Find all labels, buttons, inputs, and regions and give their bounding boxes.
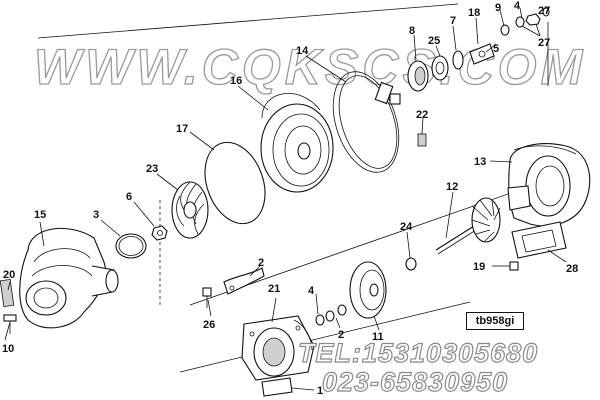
shaft-nut — [151, 225, 168, 241]
callout-2-lower: 2 — [338, 329, 344, 341]
callout-24: 24 — [400, 221, 413, 233]
callout-27-lower: 27 — [538, 37, 550, 49]
callout-5: 5 — [493, 43, 499, 55]
callout-15: 15 — [34, 209, 46, 221]
housing-bolt — [500, 261, 519, 271]
oil-fitting — [417, 133, 427, 147]
drawing-code-label: tb958gi — [466, 312, 524, 330]
callout-12: 12 — [446, 181, 458, 193]
contact-alt-phone: 023-65830950 — [322, 367, 508, 397]
callout-20: 20 — [3, 269, 15, 281]
lower-washers — [315, 304, 347, 326]
callout-17: 17 — [176, 123, 188, 135]
callout-14: 14 — [296, 45, 309, 57]
small-clamp — [0, 278, 17, 334]
callout-4-upper: 4 — [514, 0, 521, 12]
watermark-text: WWW.CQKSCS.COM — [34, 39, 586, 95]
callout-9: 9 — [495, 2, 501, 14]
callout-16: 16 — [230, 75, 242, 87]
compressor-wheel — [171, 181, 209, 239]
backplate-gasket — [204, 141, 266, 225]
o-ring — [115, 233, 147, 259]
v-band-clamp — [332, 71, 401, 173]
callout-28: 28 — [566, 263, 578, 275]
callout-21: 21 — [268, 283, 280, 295]
callout-1: 1 — [317, 385, 323, 397]
turbine-shaft-wheel — [435, 197, 501, 255]
mount-screw — [202, 287, 212, 308]
callout-2-upper: 2 — [258, 257, 264, 269]
callout-25: 25 — [428, 35, 440, 47]
leader-lines — [4, 7, 567, 391]
callout-4-lower: 4 — [308, 285, 315, 297]
heat-shield — [349, 261, 387, 319]
compressor-housing — [19, 227, 119, 329]
callout-3: 3 — [93, 209, 99, 221]
callout-10: 10 — [2, 343, 14, 355]
callout-23: 23 — [146, 163, 158, 175]
callout-labels: 10 20 15 3 6 23 17 16 14 22 8 25 7 18 5 … — [2, 0, 578, 397]
oil-tube-hole — [229, 285, 235, 291]
callout-8: 8 — [409, 25, 415, 37]
turbine-housing — [507, 143, 591, 227]
o-ring-inner — [118, 236, 144, 256]
turbine-inlet-gasket — [511, 221, 567, 259]
callout-26: 26 — [203, 319, 215, 331]
callout-13: 13 — [474, 156, 486, 168]
compressor-backplate — [260, 93, 334, 193]
drain-gasket — [261, 377, 293, 397]
bearing-group — [407, 7, 550, 92]
bearing-housing — [241, 315, 315, 381]
contact-phone: TEL:15310305680 — [298, 338, 538, 368]
callout-22: 22 — [416, 109, 428, 121]
callout-7: 7 — [450, 15, 456, 27]
callout-27-upper: 27 — [538, 5, 550, 17]
callout-19: 19 — [473, 261, 485, 273]
callout-6: 6 — [126, 191, 132, 203]
callout-11: 11 — [372, 331, 384, 343]
callout-18: 18 — [468, 7, 480, 19]
piston-ring-seal — [405, 257, 417, 271]
